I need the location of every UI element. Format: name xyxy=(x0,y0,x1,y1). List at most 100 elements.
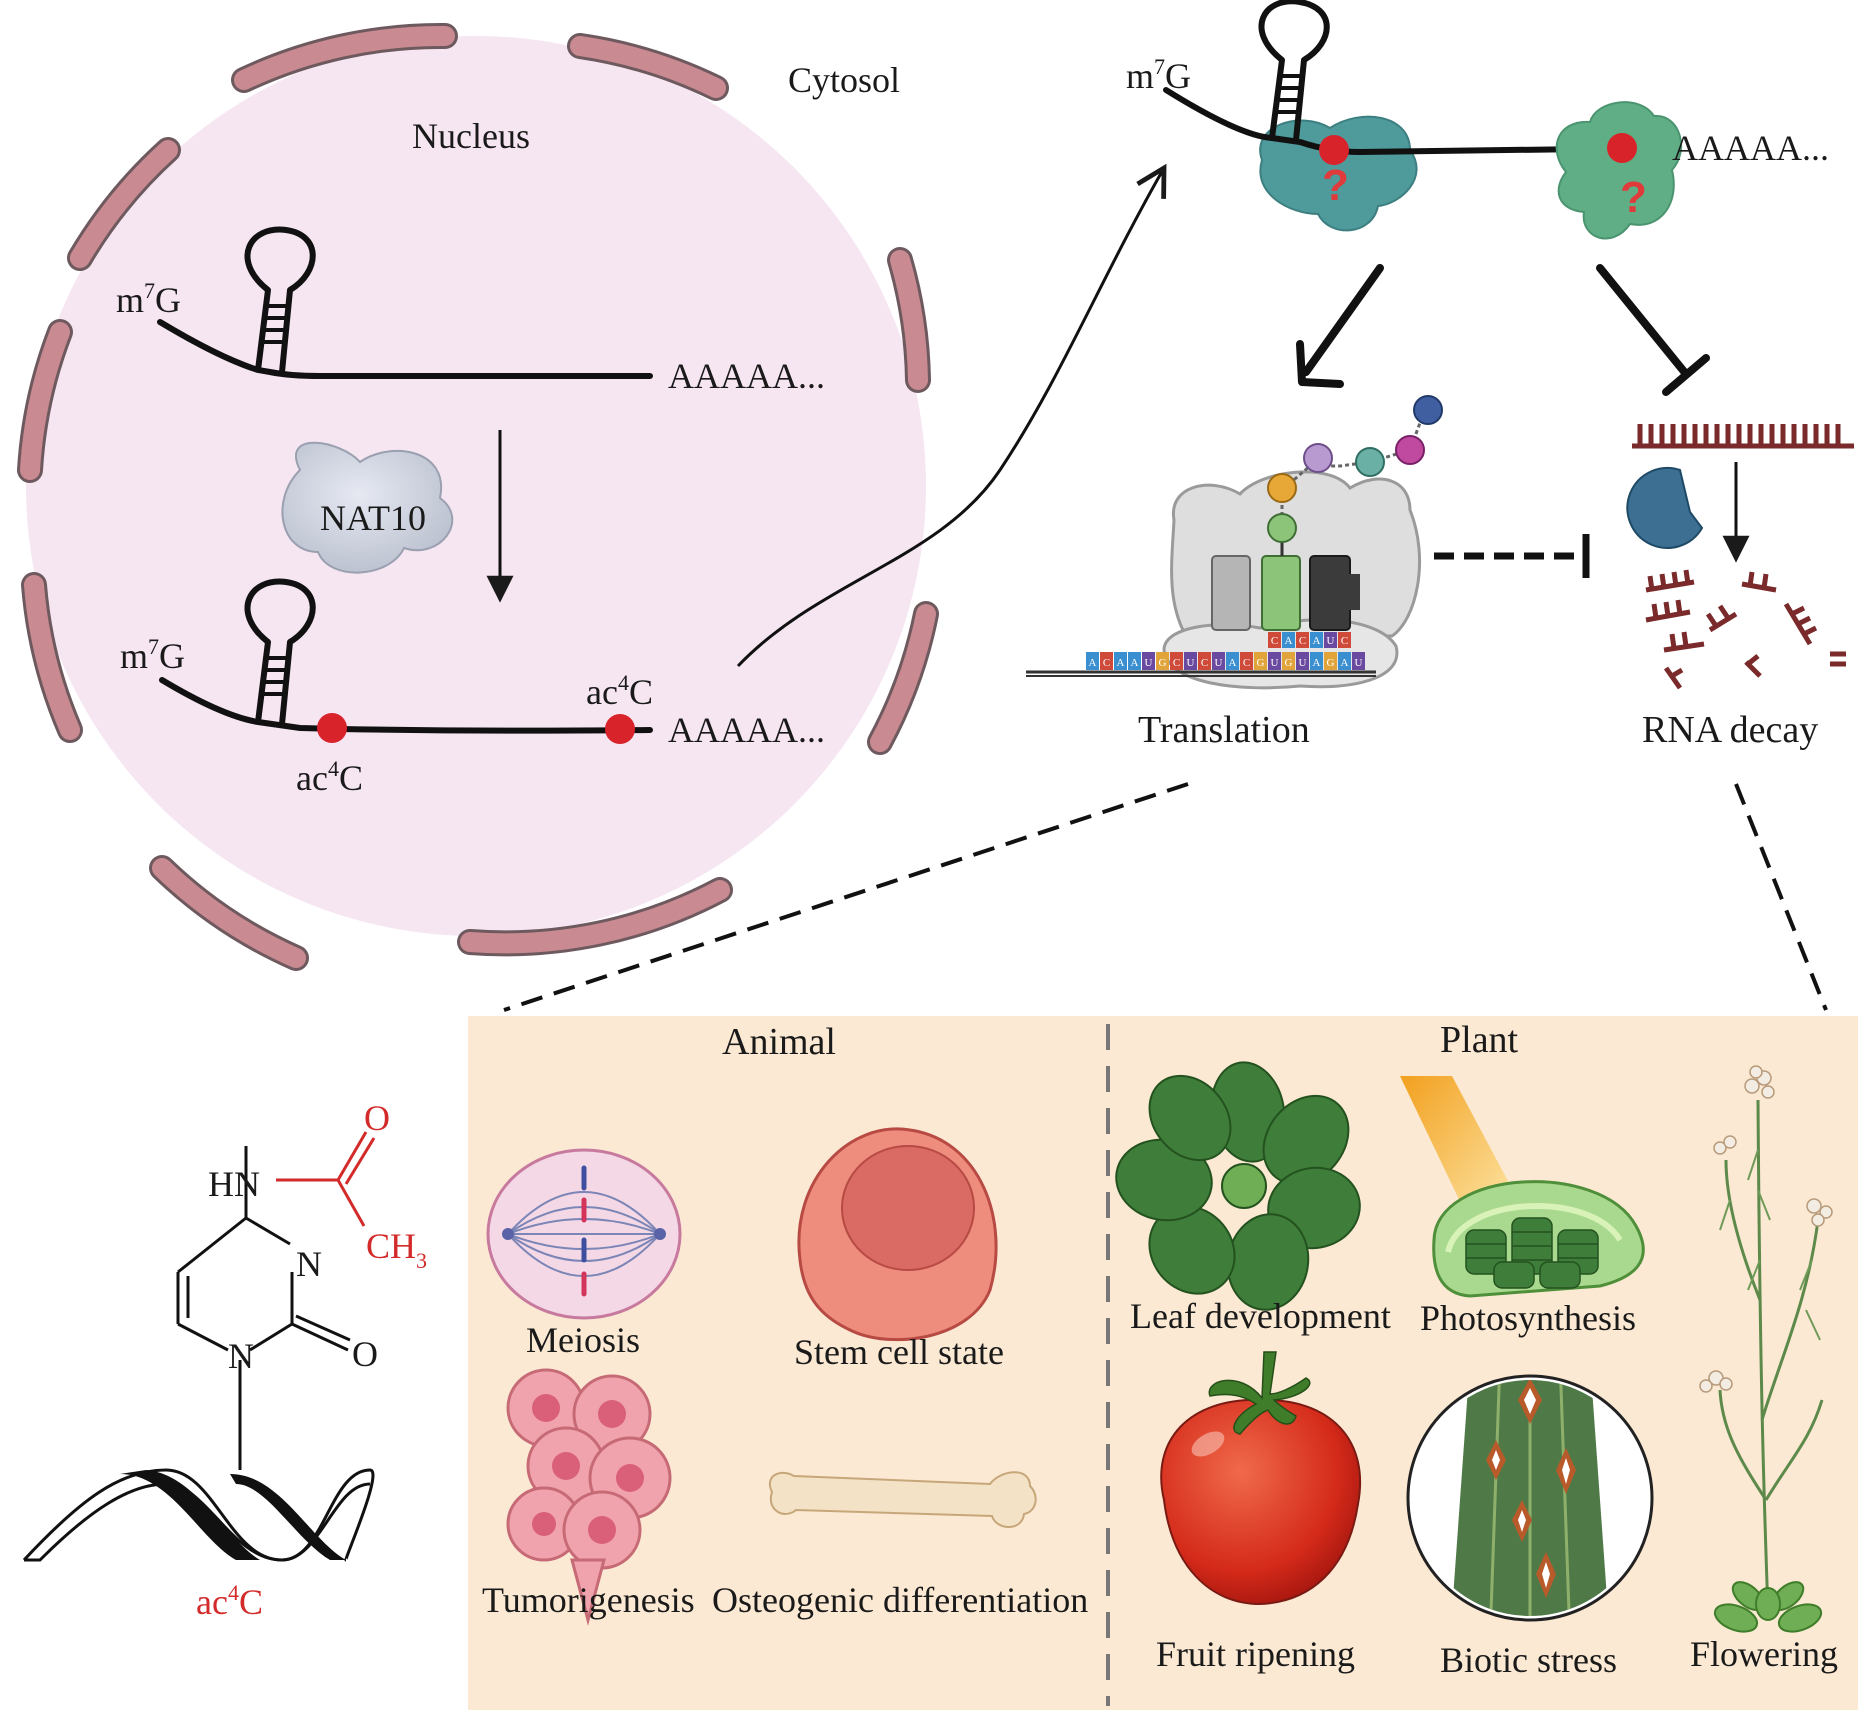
nucleus-body xyxy=(26,36,926,936)
cytosol-label: Cytosol xyxy=(788,60,900,100)
function-panel: Animal Plant Meiosis Stem cell state xyxy=(468,1016,1858,1710)
nucleotide-letter: U xyxy=(1327,635,1335,647)
translation-vs-decay-link xyxy=(1434,534,1590,578)
cap-label: m7G xyxy=(1126,54,1191,96)
nucleotide-tile xyxy=(1114,652,1127,670)
polya-label: AAAAA... xyxy=(668,356,825,396)
nucleotide-letter: U xyxy=(1355,657,1363,669)
nucleotide-letter: U xyxy=(1299,657,1307,669)
nucleotide-tile xyxy=(1128,652,1141,670)
cytosol-mrna: m7G ? ? AAAAA... xyxy=(1126,0,1829,240)
nucleotide-letter: C xyxy=(1341,635,1348,647)
leaf-lesion-icon xyxy=(1406,1374,1654,1622)
nucleotide-tile xyxy=(1338,652,1351,670)
osteogenic-label: Osteogenic differentiation xyxy=(712,1580,1088,1620)
nucleotide-tile xyxy=(1254,652,1267,670)
nucleotide-letter: C xyxy=(1173,657,1180,669)
zoom-line-right xyxy=(1734,783,1828,1011)
hairpin-stem-loop xyxy=(1258,0,1330,141)
stem-cell-icon xyxy=(797,1127,998,1342)
nucleotide-letter: C xyxy=(1299,635,1306,647)
nucleotide-letter: A xyxy=(1285,635,1293,647)
rna-backbone-ribbon xyxy=(22,1468,375,1562)
nucleus-label: Nucleus xyxy=(412,116,530,156)
amino-acid xyxy=(1267,513,1297,543)
mrna-acetylated: m7G ac4C ac4C AAAAA... xyxy=(120,578,825,798)
nucleotide-letter: C xyxy=(1271,635,1278,647)
plant-header: Plant xyxy=(1440,1019,1519,1061)
bone-icon xyxy=(769,1471,1037,1528)
nucleotide-tile xyxy=(1268,632,1281,648)
photosynthesis-label: Photosynthesis xyxy=(1420,1298,1636,1338)
mrna-unmodified: m7G AAAAA... xyxy=(116,226,825,396)
amino-acid xyxy=(1395,435,1425,465)
biotic-label: Biotic stress xyxy=(1440,1640,1617,1680)
tumorigenesis-label: Tumorigenesis xyxy=(482,1580,695,1620)
methyl-label: CH3 xyxy=(366,1226,427,1273)
nucleotide-letter: U xyxy=(1215,657,1223,669)
nucleotide-letter: A xyxy=(1117,657,1125,669)
nucleotide-letter: C xyxy=(1243,657,1250,669)
decay-label: RNA decay xyxy=(1642,709,1818,751)
chloroplast-icon xyxy=(1400,1076,1645,1298)
nucleotide-letter: G xyxy=(1159,657,1167,669)
meiosis-label: Meiosis xyxy=(526,1320,640,1360)
rosette-icon xyxy=(1115,1061,1361,1311)
nucleotide-letter: U xyxy=(1145,657,1153,669)
unknown-reader-mark: ? xyxy=(1322,161,1349,210)
nucleotide-tile xyxy=(1212,652,1225,670)
trna-p-site xyxy=(1261,555,1301,631)
rna-decay: RNA decay xyxy=(1626,424,1854,751)
trna-e-site xyxy=(1211,555,1251,631)
nucleotide-letter: A xyxy=(1313,657,1321,669)
leaf-label: Leaf development xyxy=(1130,1296,1391,1336)
polya-label: AAAAA... xyxy=(1672,128,1829,168)
hn-label: HN xyxy=(208,1164,260,1204)
nucleotide-letter: A xyxy=(1341,657,1349,669)
amino-acid xyxy=(1303,443,1333,473)
nucleotide-tile xyxy=(1170,652,1183,670)
nucleotide-letter: G xyxy=(1327,657,1335,669)
export-arrow xyxy=(736,163,1167,668)
ac4c-dot xyxy=(605,714,635,744)
ac4c-label: ac4C xyxy=(296,756,363,798)
nucleotide-tile xyxy=(1100,652,1113,670)
nucleotide-letter: G xyxy=(1285,657,1293,669)
meiosis-icon xyxy=(486,1148,682,1320)
flowering-label: Flowering xyxy=(1690,1634,1838,1674)
nat10-enzyme: NAT10 xyxy=(281,441,454,574)
ac4c-dot xyxy=(317,713,347,743)
acetyl-oxygen: O xyxy=(364,1098,390,1138)
nucleotide-tile xyxy=(1296,632,1309,648)
inhibit-decay-arrow xyxy=(1596,264,1710,396)
nucleotide-tile xyxy=(1226,652,1239,670)
cap-label: m7G xyxy=(116,278,181,320)
cap-label: m7G xyxy=(120,634,185,676)
nucleotide-tile xyxy=(1282,652,1295,670)
carbonyl-oxygen: O xyxy=(352,1334,378,1374)
nucleotide-tile xyxy=(1310,632,1323,648)
translation-label: Translation xyxy=(1138,709,1310,751)
animal-header: Animal xyxy=(722,1021,836,1063)
tomato-icon xyxy=(1160,1351,1362,1606)
nuclease-icon xyxy=(1626,467,1704,549)
nucleotide-letter: A xyxy=(1229,657,1237,669)
hairpin-stem-loop xyxy=(244,226,316,373)
polya-label: AAAAA... xyxy=(668,710,825,750)
ac4c-label: ac4C xyxy=(586,670,653,712)
nucleotide-tile xyxy=(1240,652,1253,670)
nucleotide-tile xyxy=(1310,652,1323,670)
nucleotide-tile xyxy=(1324,652,1337,670)
nucleotide-letter: A xyxy=(1313,635,1321,647)
nucleotide-tile xyxy=(1282,632,1295,648)
nucleotide-tile xyxy=(1296,652,1309,670)
nucleotide-letter: A xyxy=(1089,657,1097,669)
nucleotide-tile xyxy=(1338,632,1351,648)
nucleotide-letter: C xyxy=(1103,657,1110,669)
nucleotide-tile xyxy=(1142,652,1155,670)
amino-acid xyxy=(1413,395,1443,425)
reader-protein-green xyxy=(1555,101,1682,240)
